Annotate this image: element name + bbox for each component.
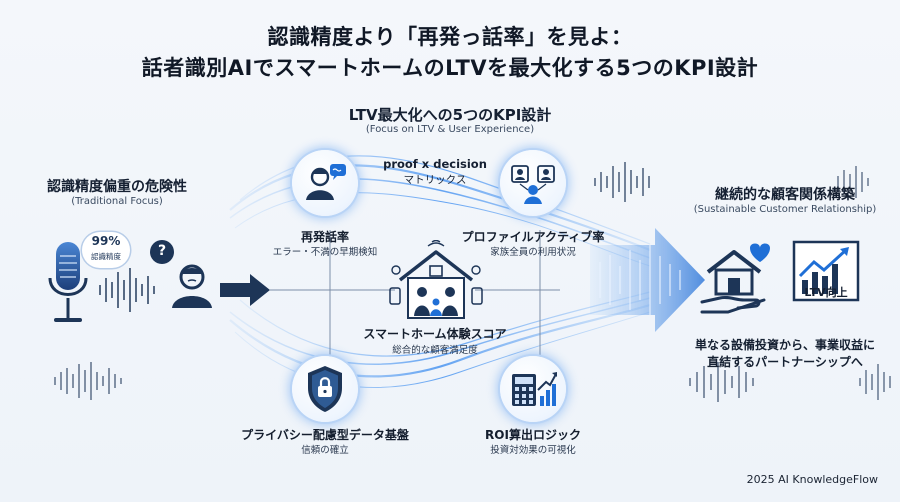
accuracy-badge-label: 認識精度 (91, 252, 121, 261)
microphone-icon (48, 242, 88, 322)
shield-lock-icon (308, 366, 342, 412)
house-hand-heart-icon (700, 243, 770, 314)
sound-wave-bottom-left (54, 362, 122, 400)
kpi-title-score: スマートホーム体験スコア (363, 327, 507, 341)
page-title-line2: 話者識別AIでスマートホームのLTVを最大化する5つのKPI設計 (141, 56, 759, 80)
kpi-title-profile: プロファイルアクティブ率 (461, 230, 605, 244)
kpi-subtitle-roi: 投資対効果の可視化 (490, 445, 576, 456)
question-bubble (150, 240, 174, 264)
left-heading: 認識精度偏重の危険性 (47, 179, 187, 195)
user-speech-icon (306, 164, 346, 200)
right-heading: 継続的な顧客関係構築 (715, 187, 855, 203)
kpi-node-privacy (292, 356, 358, 422)
accuracy-badge (82, 232, 130, 268)
sound-wave-left (99, 268, 155, 312)
right-description-line2: 直結するパートナーシップへ (707, 355, 863, 369)
confused-user-icon (172, 264, 212, 308)
kpi-subtitle-repeat: エラー・不満の早期検知 (272, 247, 378, 258)
kpi-title-privacy: プライバシー配慮型データ基盤 (241, 428, 409, 442)
kpi-node-repeat (292, 150, 358, 216)
sound-wave-right-hero (837, 166, 869, 198)
kpi-node-roi (500, 356, 566, 422)
question-mark: ? (157, 243, 167, 259)
kpi-node-profile (500, 150, 566, 216)
kpi-subtitle-score: 総合的な顧客満足度 (392, 345, 478, 356)
center-heading: LTV最大化への5つのKPI設計 (348, 106, 552, 124)
big-arrow (590, 228, 705, 332)
footer-credit: 2025 AI KnowledgeFlow (746, 473, 878, 486)
page-title-line1: 認識精度より「再発っ話率」を見よ： (267, 25, 633, 49)
network-lines (270, 230, 560, 370)
left-arrow-icon (220, 274, 270, 306)
kpi-subtitle-profile: 家族全員の利用状況 (490, 247, 576, 258)
center-subheading: (Focus on LTV & User Experience) (365, 124, 535, 135)
matrix-label-line2: マトリックス (403, 174, 467, 186)
kpi-title-repeat: 再発話率 (300, 230, 349, 244)
sound-wave-right-middle (859, 364, 891, 400)
kpi-title-roi: ROI算出ロジック (485, 428, 581, 442)
sound-wave-right-top (594, 162, 650, 202)
right-subheading: (Sustainable Customer Relationship) (693, 204, 877, 215)
smart-home-family-icon (389, 240, 483, 319)
accuracy-badge-value: 99% (91, 234, 121, 248)
calculator-chart-icon (512, 372, 557, 406)
right-description-line1: 単なる設備投資から、事業収益に (694, 338, 875, 352)
kpi-subtitle-privacy: 信頼の確立 (301, 445, 349, 456)
ltv-label: LTV向上 (804, 286, 848, 299)
ltv-growth-chart-icon (792, 240, 860, 302)
family-profiles-icon (511, 165, 555, 204)
left-subheading: (Traditional Focus) (71, 196, 163, 207)
sound-wave-bottom-right (689, 362, 754, 402)
matrix-label-line1: proof x decision (383, 157, 487, 171)
